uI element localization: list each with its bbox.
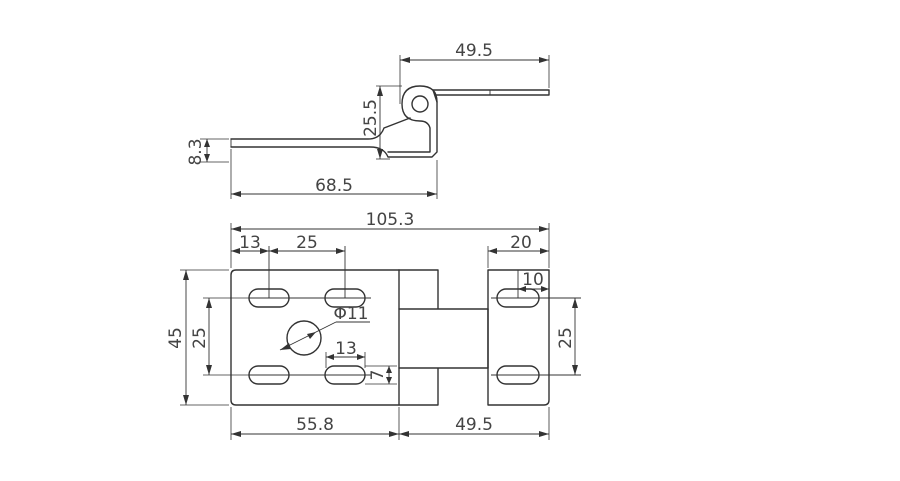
dim-slot-width-label: 7	[368, 370, 388, 381]
dim-right-block-label: 20	[510, 233, 532, 253]
dim-bottom-row: 55.8 49.5	[230, 407, 550, 440]
dim-left-hole-pitch-25: 25	[190, 297, 249, 376]
right-plate	[487, 269, 550, 406]
dim-hole-pitch-label: 25	[296, 233, 318, 253]
dim-thickness-8-3: 8.3	[186, 138, 229, 166]
dim-center-hole: Φ11	[279, 304, 370, 351]
side-view-profile	[230, 89, 550, 158]
dim-slot-length-13: 13	[325, 339, 366, 368]
dim-right-hole-10: 10	[518, 270, 549, 292]
left-plate	[230, 269, 400, 406]
dim-left-part-label: 55.8	[296, 415, 334, 435]
dim-length-68-5: 68.5	[230, 149, 438, 199]
side-view-pin	[411, 95, 429, 113]
dim-right-hole-pitch-label: 25	[556, 327, 576, 349]
dim-right-block-20: 20	[487, 233, 549, 268]
dim-slot-length-label: 13	[335, 339, 357, 359]
dim-right-hole-pitch-25: 25	[556, 298, 578, 375]
side-view-curl	[387, 85, 438, 153]
dim-height-45: 45	[166, 269, 229, 406]
dim-height-label: 25.5	[361, 99, 381, 137]
dim-left-hole-pitch-label: 25	[190, 327, 210, 349]
dim-hole-row: 13 25	[231, 233, 345, 254]
dim-right-part-label: 49.5	[455, 415, 493, 435]
dim-length-label: 68.5	[315, 176, 353, 196]
dim-hole-edge-label: 13	[239, 233, 261, 253]
dim-top-label: 49.5	[455, 41, 493, 61]
front-view: 105.3 13 25 20 10	[166, 210, 581, 440]
center-hole	[286, 320, 322, 356]
dim-height-label: 45	[166, 327, 186, 349]
dim-top-49-5: 49.5	[399, 41, 550, 104]
knuckle-block	[398, 269, 489, 406]
dim-thickness-label: 8.3	[186, 138, 206, 165]
dim-right-hole-offset-label: 10	[522, 270, 544, 290]
dim-height-25-5: 25.5	[361, 85, 402, 160]
dim-slot-width-7: 7	[365, 365, 397, 385]
dim-overall-label: 105.3	[366, 210, 415, 230]
dim-overall-105-3: 105.3	[230, 210, 550, 268]
dim-center-hole-label: Φ11	[333, 304, 368, 324]
side-view: 49.5 25.5 8.3 68.5	[186, 41, 550, 199]
